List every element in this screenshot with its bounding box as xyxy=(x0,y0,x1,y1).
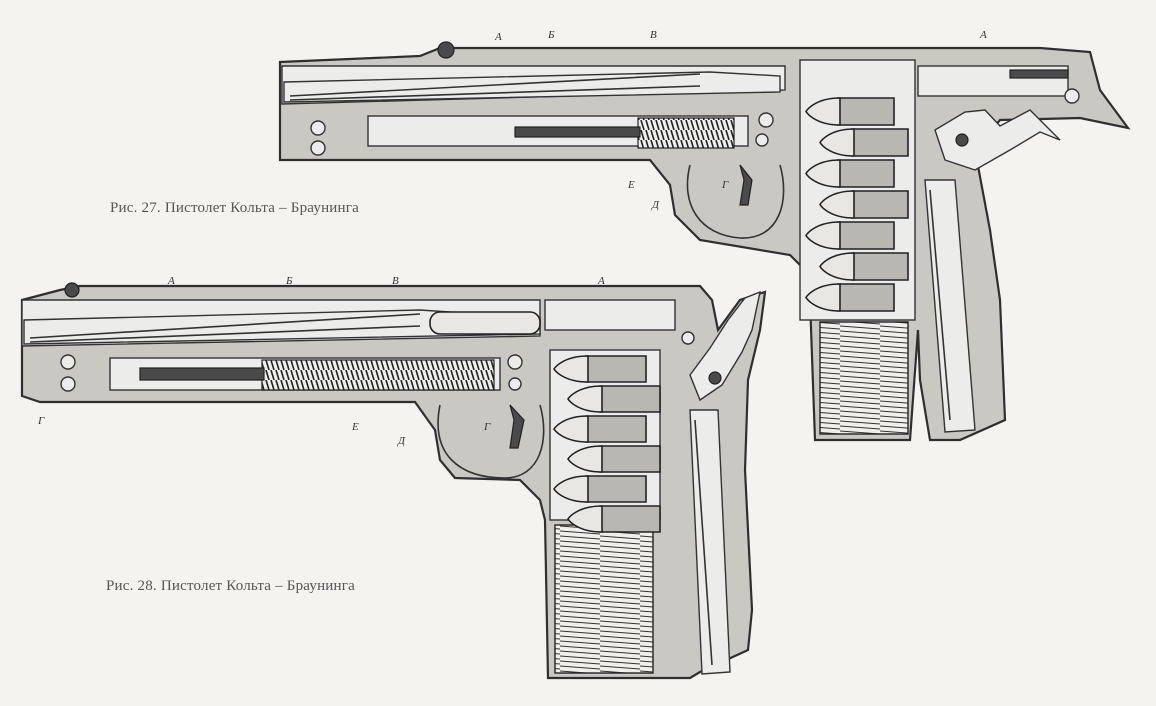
cartridge xyxy=(837,221,895,250)
rear-slide-block-28 xyxy=(544,299,676,331)
labels-figure-28: А Б В А Г Е Г Д xyxy=(37,275,605,447)
chamber-cartridge-28 xyxy=(429,311,541,335)
label-28-a-rear: А xyxy=(597,275,605,287)
bullet xyxy=(819,190,855,219)
bullet xyxy=(805,283,841,312)
barrel-link-pin-28 xyxy=(60,354,76,370)
front-sight-27 xyxy=(437,41,455,59)
bullet xyxy=(567,385,603,413)
front-sight-28 xyxy=(64,282,80,298)
label-28-d: Д xyxy=(397,435,406,447)
bullet xyxy=(553,355,589,383)
bullet xyxy=(819,128,855,157)
cartridge xyxy=(585,355,647,383)
label-27-d: Д xyxy=(651,199,660,211)
cartridge xyxy=(837,159,895,188)
label-28-g-front: Г xyxy=(37,415,45,427)
magazine-spring-27 xyxy=(819,321,909,435)
cartridge xyxy=(599,385,661,413)
guide-rod-28 xyxy=(139,367,265,381)
label-28-a-front: А xyxy=(167,275,175,287)
bullet xyxy=(805,97,841,126)
trigger-28 xyxy=(509,404,525,449)
guide-rod-27 xyxy=(514,126,641,138)
pistol-figure-27 xyxy=(278,41,1131,442)
cartridge-stack-27 xyxy=(805,97,909,312)
trigger-guard-28 xyxy=(437,404,545,479)
cartridge xyxy=(599,445,661,473)
label-27-a-front: А xyxy=(494,31,502,43)
cartridge xyxy=(851,190,909,219)
barrel-27 xyxy=(283,71,781,103)
bullet xyxy=(567,505,603,533)
bullet xyxy=(553,415,589,443)
mainspring-housing-27 xyxy=(924,179,976,433)
label-27-e: Е xyxy=(627,179,635,191)
label-27-g: Г xyxy=(721,179,729,191)
hammer-27 xyxy=(934,109,1061,171)
bullet xyxy=(805,159,841,188)
pistol-figure-28 xyxy=(20,282,767,680)
cartridge xyxy=(599,505,661,533)
trigger-27 xyxy=(739,164,753,206)
bullet xyxy=(805,221,841,250)
slide-stop-pin-28 xyxy=(507,354,523,370)
bullet xyxy=(553,475,589,503)
cartridge xyxy=(851,252,909,281)
cartridge-stack-28 xyxy=(553,355,661,533)
hammer-28 xyxy=(689,290,761,402)
label-27-a-rear: А xyxy=(979,29,987,41)
label-28-e: Е xyxy=(351,421,359,433)
cartridge xyxy=(837,283,895,312)
bullet xyxy=(567,445,603,473)
slide-stop-pin-27 xyxy=(758,112,774,128)
caption-figure-27: Рис. 27. Пистолет Кольта – Браунинга xyxy=(110,200,359,216)
labels-figure-27: А Б В А Е Г Д xyxy=(494,29,987,211)
trigger-guard-27 xyxy=(686,164,785,239)
mainspring-housing-28 xyxy=(689,409,731,675)
label-27-v: В xyxy=(650,29,657,41)
cartridge xyxy=(585,415,647,443)
magazine-spring-28 xyxy=(554,524,654,674)
cartridge xyxy=(837,97,895,126)
label-27-b: Б xyxy=(547,29,555,41)
cartridge xyxy=(585,475,647,503)
recoil-spring-28 xyxy=(261,359,495,391)
recoil-spring-27 xyxy=(637,117,735,149)
label-28-v: В xyxy=(392,275,399,287)
cartridge xyxy=(851,128,909,157)
label-28-g: Г xyxy=(483,421,491,433)
caption-figure-28: Рис. 28. Пистолет Кольта – Браунинга xyxy=(106,578,355,594)
label-28-b: Б xyxy=(285,275,293,287)
bullet xyxy=(819,252,855,281)
barrel-link-pin-27 xyxy=(310,120,326,136)
